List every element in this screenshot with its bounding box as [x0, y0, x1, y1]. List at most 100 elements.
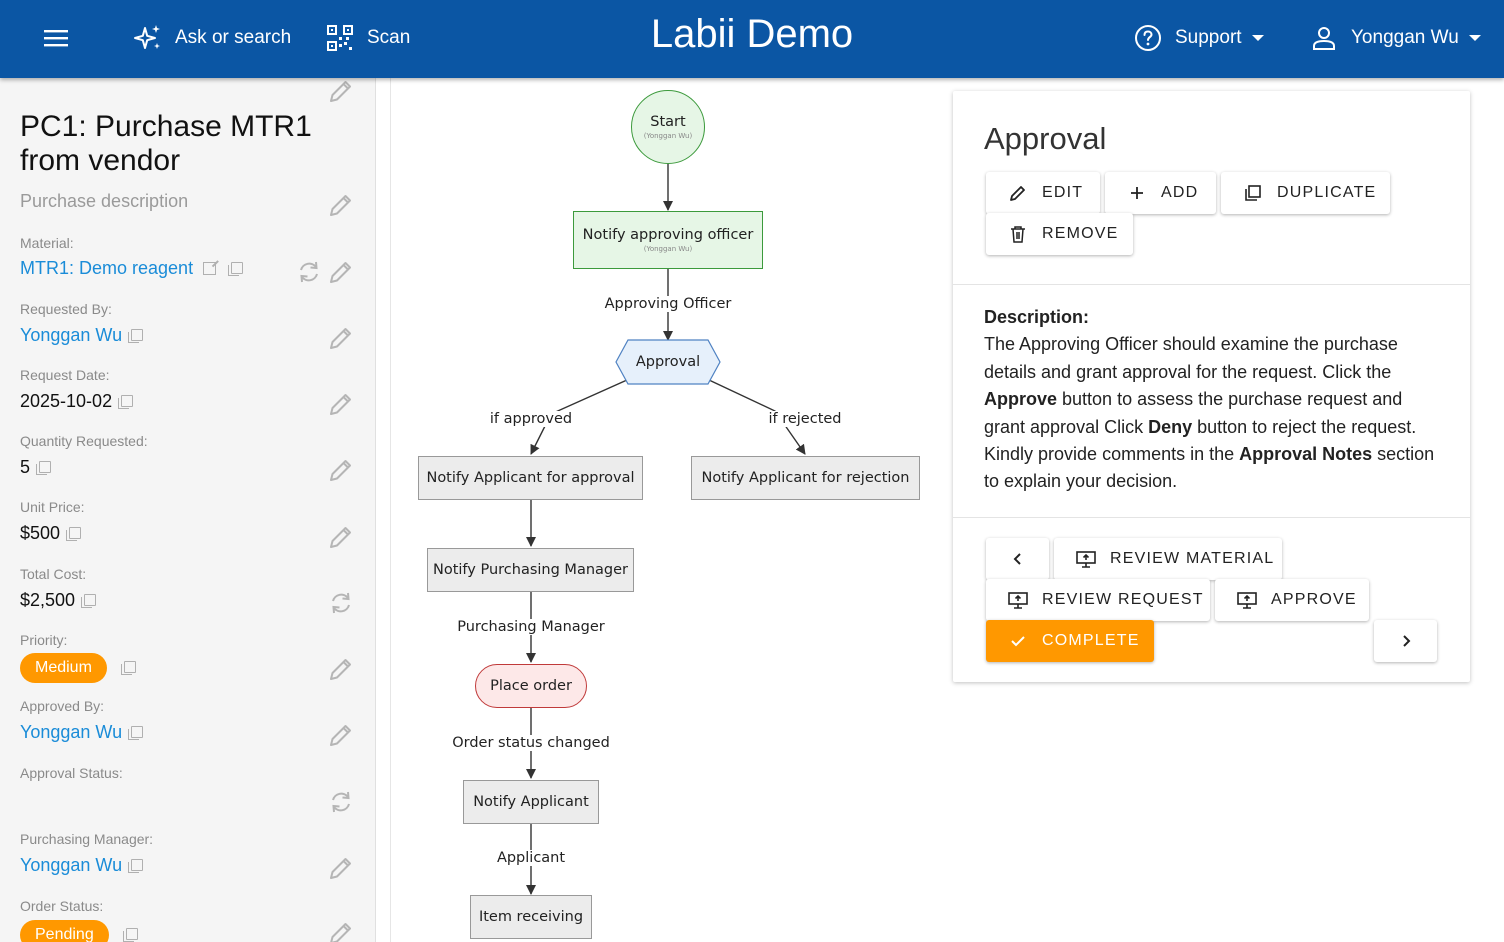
- refresh-approval-status-button[interactable]: [328, 789, 354, 815]
- order-status-row: Pending: [20, 920, 138, 942]
- scan-label: Scan: [367, 27, 411, 48]
- sparkle-icon: [134, 25, 160, 49]
- complete-button[interactable]: Complete: [986, 620, 1154, 662]
- copy-icon[interactable]: [128, 725, 144, 740]
- copy-icon[interactable]: [122, 928, 138, 942]
- node-notify-applicant[interactable]: Notify Applicant: [463, 780, 599, 824]
- node-item-receiving[interactable]: Item receiving: [470, 895, 592, 939]
- edit-quantity-button[interactable]: [328, 457, 354, 483]
- record-title: PC1: Purchase MTR1 from vendor: [20, 110, 312, 177]
- edit-unit-price-button[interactable]: [328, 524, 354, 550]
- node-notify-purchasing-manager[interactable]: Notify Purchasing Manager: [427, 548, 634, 592]
- requested-by-link[interactable]: Yonggan Wu: [20, 325, 123, 345]
- node-approval[interactable]: Approval: [616, 340, 720, 384]
- pencil-icon: [330, 460, 351, 481]
- node-notify-officer-label: Notify approving officer: [582, 227, 754, 243]
- edge-label-approving-officer: Approving Officer: [602, 296, 734, 312]
- purchasing-manager-link[interactable]: Yonggan Wu: [20, 855, 123, 875]
- remove-button[interactable]: Remove: [986, 213, 1133, 255]
- pencil-icon: [330, 725, 351, 746]
- step-detail-card: Approval Edit Add Duplicate Remove Descr…: [953, 91, 1470, 682]
- request-date-value: 2025-10-02: [20, 391, 113, 411]
- edit-order-status-button[interactable]: [328, 920, 354, 942]
- complete-label: Complete: [1042, 632, 1140, 649]
- edge-label-applicant: Applicant: [494, 850, 568, 866]
- approved-by-link[interactable]: Yonggan Wu: [20, 722, 123, 742]
- scan-button[interactable]: Scan: [326, 0, 410, 76]
- edit-request-date-button[interactable]: [328, 391, 354, 417]
- unit-price-row: $500: [20, 523, 82, 544]
- node-notify-applicant-label: Notify Applicant: [473, 794, 589, 810]
- edit-description-button[interactable]: [328, 192, 354, 218]
- approve-button[interactable]: Approve: [1215, 579, 1369, 621]
- copy-icon[interactable]: [36, 460, 52, 475]
- purchasing-manager-row: Yonggan Wu: [20, 855, 144, 876]
- ask-or-search-button[interactable]: Ask or search: [133, 0, 291, 76]
- refresh-material-button[interactable]: [296, 259, 322, 285]
- brand-title[interactable]: Labii Demo: [650, 12, 854, 56]
- material-link[interactable]: MTR1: Demo reagent: [20, 258, 194, 278]
- copy-icon[interactable]: [120, 661, 136, 675]
- node-approval-label: Approval: [635, 354, 701, 370]
- copy-icon[interactable]: [128, 328, 144, 343]
- top-app-bar: Ask or search Scan Labii Demo Support: [0, 0, 1504, 78]
- open-external-icon[interactable]: [203, 262, 217, 275]
- review-request-button[interactable]: Review Request: [986, 579, 1210, 621]
- edit-purchasing-manager-button[interactable]: [328, 855, 354, 881]
- add-button[interactable]: Add: [1105, 172, 1216, 214]
- support-menu-button[interactable]: Support: [1134, 0, 1264, 76]
- plus-icon: [1131, 187, 1143, 199]
- material-label: Material:: [20, 235, 74, 251]
- pencil-icon: [330, 659, 351, 680]
- copy-icon[interactable]: [228, 261, 244, 276]
- request-date-row: 2025-10-02: [20, 391, 134, 412]
- caret-down-icon: [1251, 35, 1264, 41]
- copy-icon[interactable]: [118, 394, 134, 409]
- node-start[interactable]: Start (Yonggan Wu): [631, 90, 705, 164]
- pencil-icon: [330, 394, 351, 415]
- review-material-button[interactable]: Review Material: [1054, 538, 1282, 580]
- sync-icon: [300, 261, 318, 283]
- copy-icon[interactable]: [128, 858, 144, 873]
- check-icon: [1011, 636, 1025, 647]
- ask-or-search-label: Ask or search: [175, 27, 292, 48]
- node-notify-applicant-approval[interactable]: Notify Applicant for approval: [418, 456, 643, 500]
- description-text-4: section to explain your decision.: [984, 444, 1435, 492]
- sync-icon: [332, 791, 350, 813]
- pencil-icon: [330, 858, 351, 879]
- support-label: Support: [1175, 27, 1242, 48]
- card-divider: [953, 517, 1470, 518]
- user-label: Yonggan Wu: [1351, 27, 1459, 48]
- record-details-panel: PC1: Purchase MTR1 from vendor Purchase …: [0, 78, 376, 942]
- caret-down-icon: [1468, 35, 1481, 41]
- approval-hexagon: [615, 339, 721, 385]
- edit-material-button[interactable]: [328, 259, 354, 285]
- previous-step-button[interactable]: [986, 538, 1049, 580]
- chevron-left-icon: [1013, 553, 1021, 565]
- present-screen-icon: [1076, 551, 1096, 568]
- copy-icon[interactable]: [81, 593, 97, 608]
- user-icon: [1313, 27, 1335, 50]
- remove-label: Remove: [1042, 225, 1119, 242]
- duplicate-button[interactable]: Duplicate: [1221, 172, 1390, 214]
- quantity-value: 5: [20, 457, 31, 477]
- priority-row: Medium: [20, 653, 136, 683]
- unit-price-label: Unit Price:: [20, 499, 85, 515]
- menu-button[interactable]: [44, 0, 68, 76]
- edit-button[interactable]: Edit: [986, 172, 1100, 214]
- edge-label-if-approved: if approved: [487, 411, 575, 427]
- duplicate-label: Duplicate: [1277, 184, 1377, 201]
- node-notify-approving-officer[interactable]: Notify approving officer (Yonggan Wu): [573, 211, 763, 269]
- edit-priority-button[interactable]: [328, 656, 354, 682]
- node-place-order[interactable]: Place order: [475, 664, 587, 708]
- node-notify-applicant-rejection[interactable]: Notify Applicant for rejection: [691, 456, 920, 500]
- edit-approved-by-button[interactable]: [328, 722, 354, 748]
- refresh-total-cost-button[interactable]: [328, 590, 354, 616]
- next-step-button[interactable]: [1374, 620, 1437, 662]
- edit-title-button[interactable]: [328, 78, 354, 104]
- user-menu-button[interactable]: Yonggan Wu: [1311, 0, 1481, 76]
- edit-requested-by-button[interactable]: [328, 325, 354, 351]
- description-approve: Approve: [984, 389, 1058, 410]
- order-status-label: Order Status:: [20, 898, 104, 914]
- copy-icon[interactable]: [66, 526, 82, 541]
